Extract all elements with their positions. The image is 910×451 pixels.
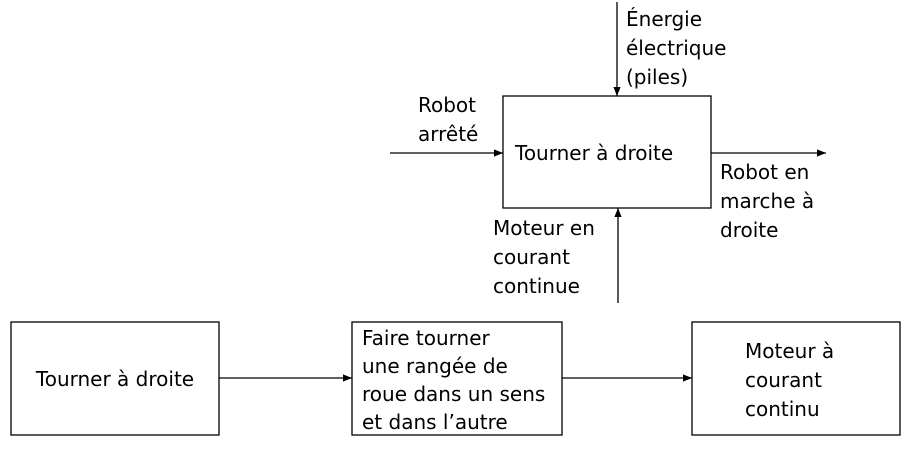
chain-box-3 [691,321,901,436]
material-input-line-1: Robot [418,93,477,117]
energy-input-line-1: Énergie [626,7,703,31]
chain-box-2-label: Faire tourner une rangée de roue dans un… [362,324,545,436]
energy-input-label: Énergie électrique (piles) [626,5,726,92]
chain-box-3-line-1: Moteur à [745,339,835,363]
chain-box-1-label: Tourner à droite [35,367,195,391]
chain-box-2-line-3: roue dans un sens [362,382,546,406]
chain-box-1 [10,321,220,436]
material-output-line-3: droite [720,218,779,242]
chain-box-3-line-3: continu [745,397,820,421]
energy-input-line-2: électrique [626,36,727,60]
material-input-line-2: arrêté [418,122,479,146]
material-output-line-1: Robot en [720,160,810,184]
material-output-label: Robot en marche à droite [720,158,814,245]
chain-box-2-line-1: Faire tourner [362,326,490,350]
material-input-label: Robot arrêté [418,91,478,149]
chain-box-3-line-2: courant [745,368,822,392]
chain-box-2-line-4: et dans l’autre [362,410,508,434]
support-label: Moteur en courant continue [493,214,595,301]
support-line-2: courant [493,245,570,269]
support-line-3: continue [493,274,580,298]
material-output-line-2: marche à [720,189,815,213]
function-box-label: Tourner à droite [515,141,674,165]
chain-box-2 [351,321,563,436]
function-box [502,95,712,209]
chain-box-3-label: Moteur à courant continu [745,337,834,424]
chain-box-2-line-2: une rangée de [362,354,508,378]
energy-input-line-3: (piles) [626,65,689,89]
support-line-1: Moteur en [493,216,595,240]
